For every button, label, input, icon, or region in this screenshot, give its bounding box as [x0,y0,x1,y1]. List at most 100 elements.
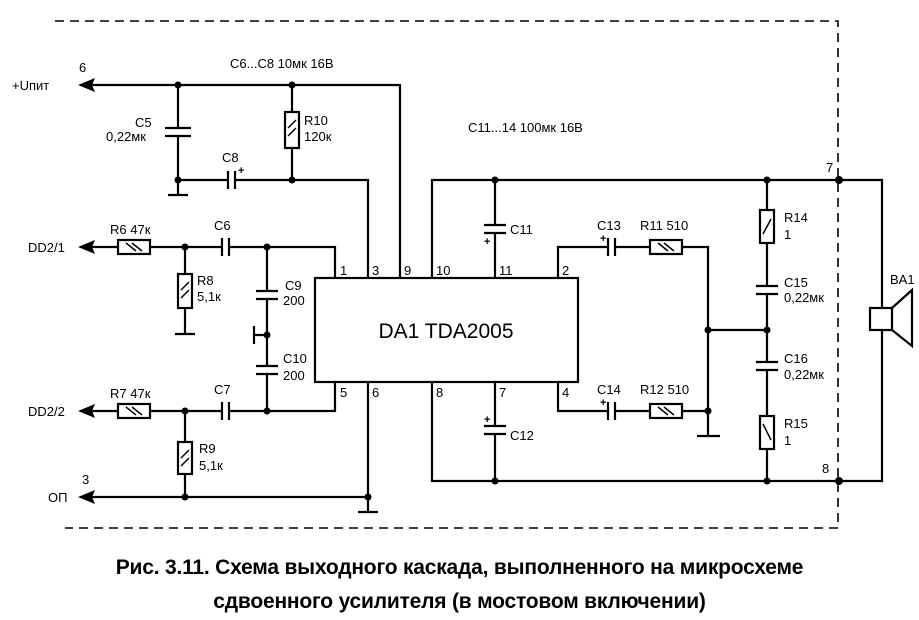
svg-text:R12 510: R12 510 [640,382,689,397]
speaker-ba1: BA1 [868,272,915,349]
resistor-r9: R9 5,1к [176,411,223,497]
resistor-r12: R12 510 [640,382,689,420]
svg-text:C7: C7 [214,382,231,397]
svg-text:0,22мк: 0,22мк [784,367,824,382]
input-terminal-dd2-2: DD2/2 [28,404,95,419]
svg-text:R10: R10 [304,113,328,128]
supply-wire [90,83,402,278]
svg-text:R8: R8 [197,273,214,288]
capacitor-c8: + C8 [178,150,370,278]
note-c11-c14: С11...14 100мк 16В [468,120,583,135]
svg-text:BA1: BA1 [890,272,915,287]
svg-text:+: + [484,414,490,426]
supply-label: +Uпит [12,78,49,93]
svg-text:6: 6 [372,385,379,400]
svg-text:11: 11 [499,263,513,278]
svg-text:8: 8 [436,385,443,400]
capacitor-c15: C15 0,22мк [756,275,824,330]
svg-text:5: 5 [340,385,347,400]
svg-text:C10: C10 [283,351,307,366]
capacitor-c9: C9 200 [256,247,305,335]
resistor-r6: R6 47к [110,222,152,256]
feedback1-wire [556,245,710,411]
figure-caption-line2: сдвоенного усилителя (в мостовом включен… [213,590,706,613]
svg-text:R7 47к: R7 47к [110,386,151,401]
svg-text:DD2/1: DD2/1 [28,240,65,255]
svg-text:+: + [484,236,490,248]
svg-text:+: + [600,233,606,245]
capacitor-c14: + C14 [597,382,621,420]
svg-text:1: 1 [340,263,347,278]
arrow-icon [78,490,95,504]
svg-text:R15: R15 [784,416,808,431]
svg-text:200: 200 [283,293,305,308]
resistor-r10: R10 120к [283,85,332,180]
svg-text:0,22мк: 0,22мк [784,290,824,305]
capacitor-c16: C16 0,22мк [756,330,824,416]
svg-text:5,1к: 5,1к [199,458,223,473]
svg-text:+: + [600,397,606,409]
figure-caption-line1: Рис. 3.11. Схема выходного каскада, выпо… [115,556,804,579]
resistor-r8: R8 5,1к [175,247,221,336]
capacitor-c12: + C12 [484,382,534,481]
svg-text:R11 510: R11 510 [640,218,688,233]
junction [364,493,372,501]
output-plus-wire [430,178,884,308]
capacitor-c6: C6 [214,218,231,256]
svg-text:R6 47к: R6 47к [110,222,151,237]
common-terminal: ОП 3 [48,472,95,505]
junction [263,407,271,415]
svg-text:5,1к: 5,1к [197,289,221,304]
input-terminal-dd2-1: DD2/1 [28,240,95,255]
arrow-icon [78,240,95,254]
note-c6-c8: С6...С8 10мк 16В [230,56,334,71]
svg-text:C5: C5 [135,115,152,130]
svg-text:1: 1 [784,227,791,242]
svg-text:R9: R9 [199,441,216,456]
resistor-r15: R15 1 [758,414,808,481]
svg-text:C16: C16 [784,351,808,366]
svg-text:ОП: ОП [48,490,67,505]
svg-text:C6: C6 [214,218,231,233]
capacitor-c5: C5 0,22мк [106,85,191,197]
capacitor-c13: + C13 [597,218,621,256]
ic-label: DA1 TDA2005 [378,320,513,343]
arrow-icon [78,404,95,418]
arrow-icon [78,78,95,92]
svg-text:10: 10 [436,263,450,278]
svg-text:4: 4 [562,385,569,400]
svg-text:C14: C14 [597,382,621,397]
capacitor-c10: C10 200 [256,335,307,411]
ic-da1: DA1 TDA2005 1 3 9 10 11 2 5 6 8 7 4 [313,263,580,400]
svg-text:C11: C11 [510,222,533,237]
output-minus-wire [430,330,884,483]
supply-pin-number: 6 [79,60,86,75]
svg-text:7: 7 [499,385,506,400]
svg-text:0,22мк: 0,22мк [106,129,146,144]
svg-text:C9: C9 [285,278,302,293]
svg-text:R14: R14 [784,210,808,225]
junction [181,493,189,501]
svg-text:1: 1 [784,433,791,448]
svg-text:120к: 120к [304,129,332,144]
supply-terminal: +Uпит 6 [12,60,95,93]
junction [835,477,843,485]
svg-text:C12: C12 [510,428,534,443]
svg-text:+: + [238,165,244,177]
svg-text:C8: C8 [222,150,239,165]
svg-text:200: 200 [283,368,305,383]
resistor-r11: R11 510 [640,218,688,256]
svg-text:7: 7 [826,160,833,175]
resistor-r7: R7 47к [110,386,152,420]
svg-text:C13: C13 [597,218,621,233]
svg-text:C15: C15 [784,275,808,290]
junction [704,407,712,415]
svg-text:2: 2 [562,263,569,278]
feedback2-wire [556,382,720,438]
resistor-r14: R14 1 [758,180,808,286]
dashed-board-outline [55,20,839,529]
capacitor-c11: + C11 [484,180,533,278]
svg-text:3: 3 [372,263,379,278]
svg-text:8: 8 [822,461,829,476]
